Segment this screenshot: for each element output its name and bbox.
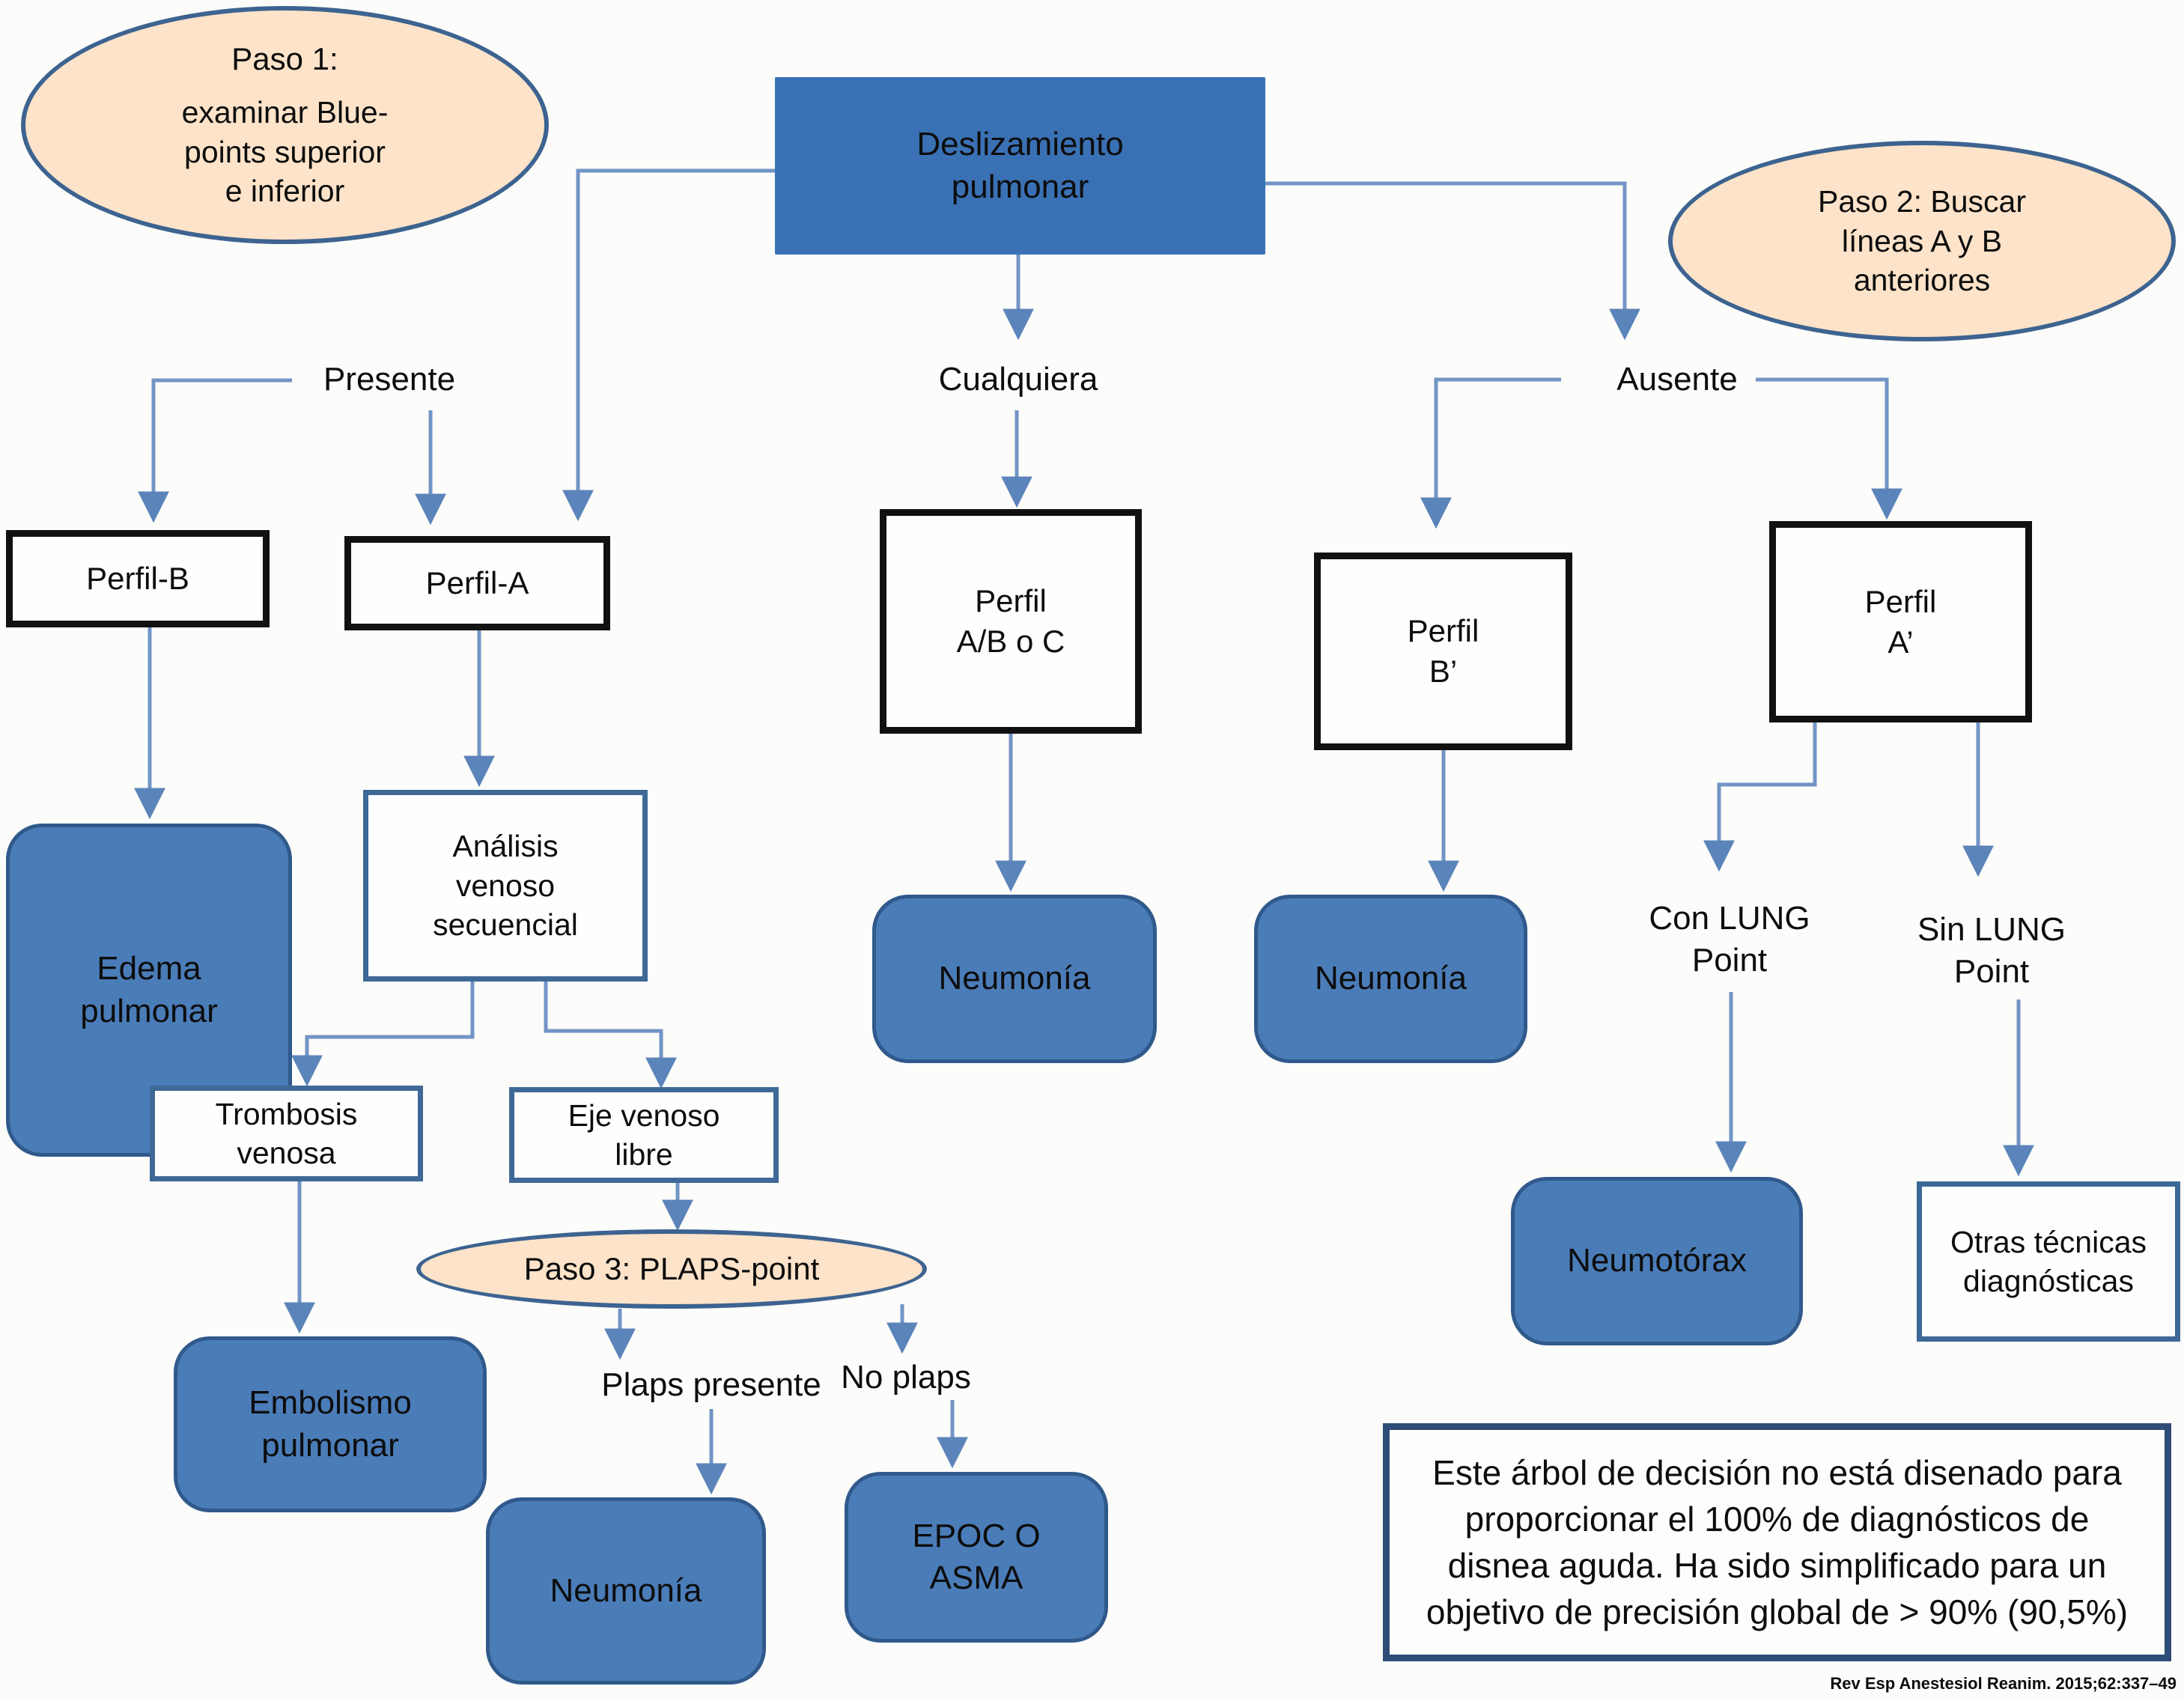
step3-label: Paso 3: PLAPS-point: [523, 1251, 820, 1287]
branch-label-ausente-text: Ausente: [1616, 360, 1738, 398]
branch-label-plaps-presente-text: Plaps presente: [601, 1366, 821, 1403]
branch-label-no-plaps-text: No plaps: [841, 1358, 971, 1396]
node-perfil-b: Perfil-B: [6, 530, 270, 627]
step1-ellipse: Paso 1: examinar Blue- points superior e…: [21, 6, 549, 244]
node-trombosis-venosa: Trombosis venosa: [150, 1086, 423, 1181]
branch-label-cualquiera-text: Cualquiera: [938, 360, 1098, 398]
branch-label-sin-lung-point: Sin LUNG Point: [1872, 902, 2111, 999]
branch-label-presente-text: Presente: [323, 360, 456, 398]
connector-ausente-to-perfil-b-prima: [1420, 377, 1561, 529]
node-epoc-o-asma-label: EPOC O ASMA: [912, 1517, 1041, 1596]
node-perfil-ab-c: Perfil A/B o C: [880, 509, 1142, 734]
node-perfil-a: Perfil-A: [344, 536, 610, 630]
connector-analisis-to-eje: [544, 982, 677, 1089]
node-neumonia-centro: Neumonía: [872, 895, 1157, 1063]
node-deslizamiento-pulmonar: Deslizamiento pulmonar: [775, 77, 1265, 255]
step2-label: Paso 2: Buscar líneas A y B anteriores: [1817, 184, 2027, 298]
node-perfil-a-label: Perfil-A: [425, 565, 529, 601]
connector-presente-to-perfil-b: [138, 378, 292, 523]
connector-deslizamiento-to-ausente: [1265, 181, 1640, 341]
node-embolismo-pulmonar: Embolismo pulmonar: [174, 1336, 487, 1512]
node-neumonia-b-prima-label: Neumonía: [1314, 960, 1467, 997]
node-neumonia-plaps: Neumonía: [486, 1497, 766, 1685]
node-neumotorax: Neumotórax: [1511, 1177, 1803, 1345]
branch-label-con-lung-point: Con LUNG Point: [1610, 891, 1849, 988]
node-perfil-b-prima: Perfil B’: [1314, 553, 1572, 750]
node-epoc-o-asma: EPOC O ASMA: [845, 1472, 1108, 1643]
branch-label-no-plaps: No plaps: [809, 1357, 1003, 1399]
node-neumonia-b-prima: Neumonía: [1254, 895, 1527, 1063]
step2-ellipse: Paso 2: Buscar líneas A y B anteriores: [1668, 141, 2176, 341]
branch-label-presente: Presente: [292, 358, 487, 401]
node-perfil-a-prima-label: Perfil A’: [1864, 583, 1937, 660]
node-perfil-b-prima-label: Perfil B’: [1407, 613, 1479, 689]
branch-label-ausente: Ausente: [1565, 358, 1789, 401]
branch-label-sin-lung-text: Sin LUNG Point: [1917, 910, 2066, 990]
node-perfil-ab-c-label: Perfil A/B o C: [956, 583, 1065, 659]
node-eje-venoso-libre-label: Eje venoso libre: [568, 1098, 720, 1172]
branch-label-cualquiera: Cualquiera: [902, 358, 1134, 401]
node-embolismo-pulmonar-label: Embolismo pulmonar: [249, 1384, 412, 1464]
node-trombosis-venosa-label: Trombosis venosa: [215, 1096, 358, 1170]
node-deslizamiento-label: Deslizamiento pulmonar: [916, 126, 1124, 205]
connector-perfil-a-prima-to-con-lung: [1703, 722, 1817, 872]
step1-title: Paso 1:: [231, 41, 338, 77]
branch-label-con-lung-text: Con LUNG Point: [1649, 899, 1810, 979]
node-analisis-venoso: Análisis venoso secuencial: [363, 790, 648, 982]
node-perfil-a-prima: Perfil A’: [1769, 521, 2032, 722]
connector-ausente-to-perfil-a-prima: [1756, 377, 1902, 520]
disclaimer-note-text: Este árbol de decisión no está disenado …: [1426, 1452, 2129, 1632]
journal-citation: Rev Esp Anestesiol Reanim. 2015;62:337–4…: [1647, 1674, 2177, 1694]
step3-ellipse: Paso 3: PLAPS-point: [416, 1229, 927, 1309]
node-neumonia-centro-label: Neumonía: [938, 960, 1091, 997]
node-edema-pulmonar-label: Edema pulmonar: [80, 950, 218, 1029]
journal-citation-text: Rev Esp Anestesiol Reanim. 2015;62:337–4…: [1830, 1674, 2177, 1693]
connector-deslizamiento-to-perfil-a: [562, 168, 775, 522]
step1-body: examinar Blue- points superior e inferio…: [181, 95, 389, 209]
node-neumotorax-label: Neumotórax: [1567, 1242, 1747, 1279]
node-otras-tecnicas: Otras técnicas diagnósticas: [1917, 1181, 2180, 1342]
node-neumonia-plaps-label: Neumonía: [550, 1571, 702, 1609]
node-analisis-venoso-label: Análisis venoso secuencial: [433, 829, 578, 943]
connector-analisis-to-trombosis: [291, 982, 475, 1087]
node-eje-venoso-libre: Eje venoso libre: [509, 1087, 779, 1183]
node-otras-tecnicas-label: Otras técnicas diagnósticas: [1950, 1224, 2147, 1298]
node-perfil-b-label: Perfil-B: [86, 561, 189, 597]
branch-label-plaps-presente: Plaps presente: [577, 1364, 846, 1406]
disclaimer-note: Este árbol de decisión no está disenado …: [1383, 1423, 2171, 1661]
